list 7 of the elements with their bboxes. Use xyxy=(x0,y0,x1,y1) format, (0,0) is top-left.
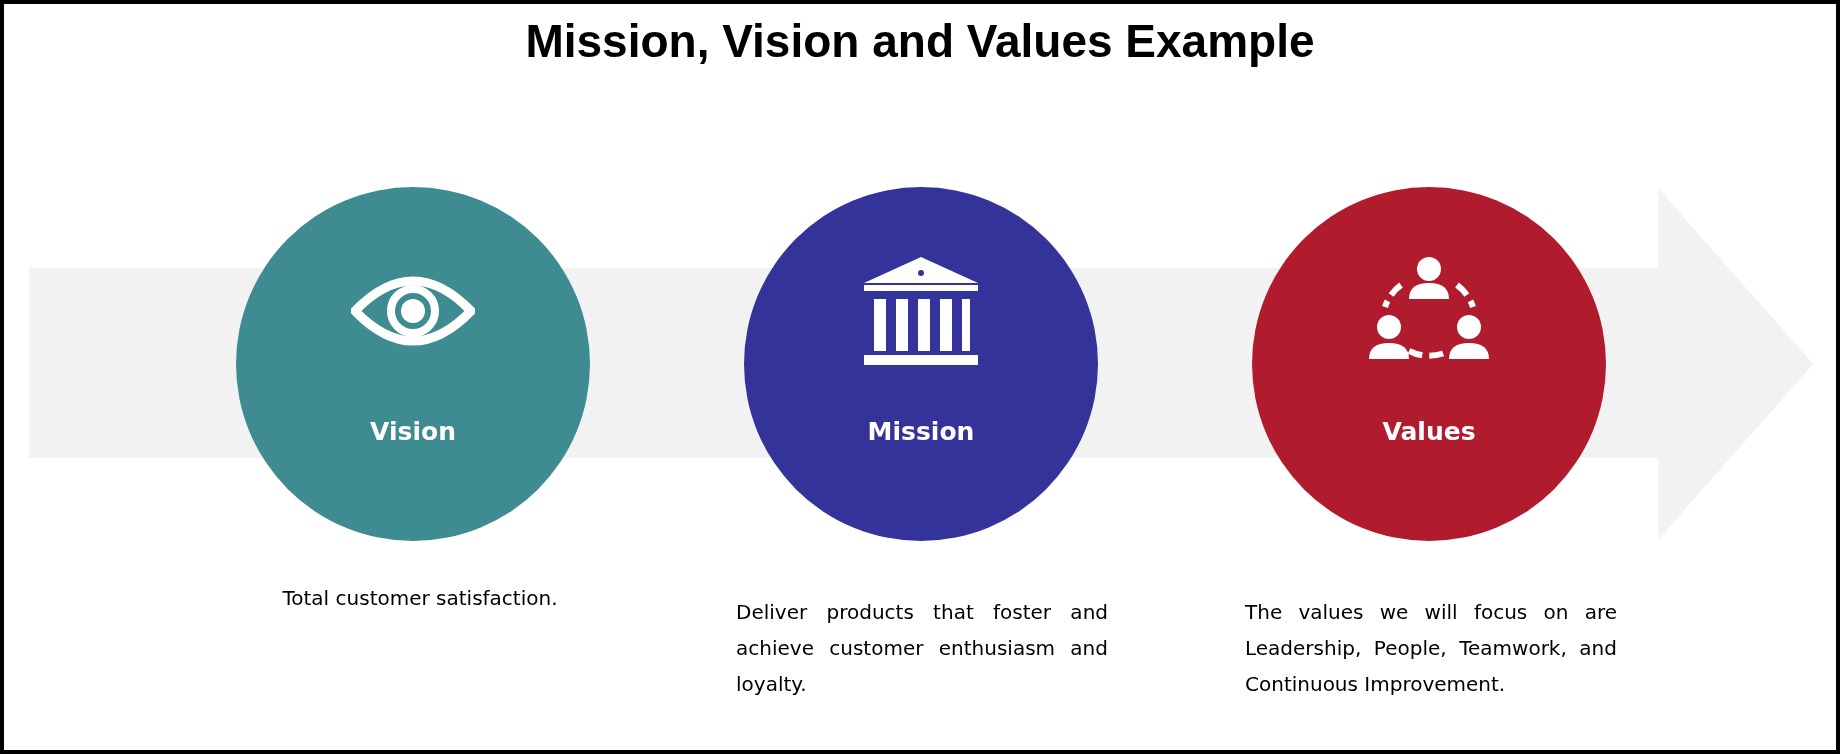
circle-label: Mission xyxy=(866,417,976,446)
description-text: Deliver products that foster and achieve customer enthusiasm and loyalty. xyxy=(736,599,1108,698)
description-text: Total customer satisfaction. xyxy=(281,585,559,612)
title: Mission, Vision and Values Example xyxy=(524,14,1316,68)
circle-label: Values xyxy=(1381,417,1477,446)
circle-label: Vision xyxy=(369,417,457,446)
description-text: The values we will focus on are Leadership, People, Teamwork, and Continuous Improvement. xyxy=(1245,599,1617,698)
